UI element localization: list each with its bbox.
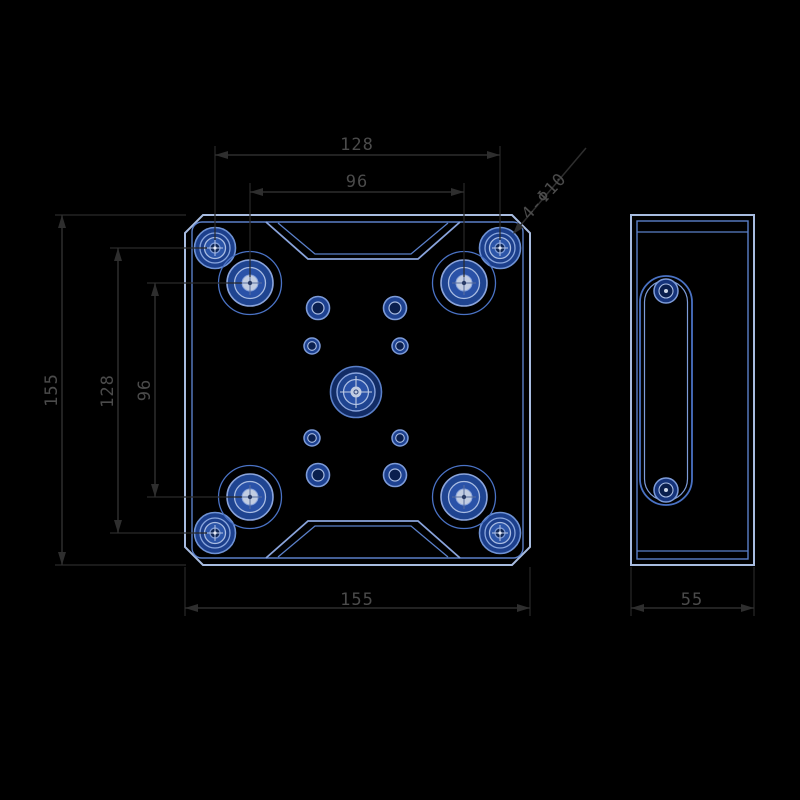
side-slot-bottom-hole [653, 477, 679, 503]
bottom-notch-inner [277, 525, 449, 558]
guide-bushing-bottom-right [431, 464, 497, 530]
side-view [630, 214, 755, 566]
bottom-notch-outer [265, 520, 461, 559]
dim-left-hole-span: 128 [98, 247, 207, 534]
top-notch-outer [265, 221, 461, 260]
dim-label-side-55: 55 [681, 590, 703, 610]
dim-label-left-155: 155 [42, 373, 62, 407]
center-crosshair [340, 376, 372, 408]
small-hole-top-right [391, 337, 409, 355]
side-slot-top-hole [653, 278, 679, 304]
corner-hole-bottom-right [478, 511, 522, 555]
side-inner-outline [636, 220, 749, 560]
center-locating-ring [329, 365, 383, 419]
dim-left-overall-height: 155 [42, 214, 186, 566]
dim-label-top-128: 128 [340, 135, 374, 155]
medium-hole-top-left [305, 295, 331, 321]
side-outline [630, 214, 755, 566]
dim-left-bearing-span: 96 [135, 282, 242, 498]
side-slot-inner [643, 279, 689, 502]
dim-top-bearing-span: 96 [249, 172, 465, 277]
dim-label-top-96: 96 [346, 172, 368, 192]
dim-side-thickness: 55 [630, 567, 755, 616]
top-notch-inner [277, 222, 449, 255]
dim-top-hole-span: 128 [214, 135, 501, 240]
small-hole-top-left [303, 337, 321, 355]
medium-hole-top-right [382, 295, 408, 321]
plate-outline [184, 214, 531, 566]
dim-label-left-128: 128 [98, 374, 118, 408]
plate-inner-outline [191, 221, 524, 559]
small-hole-bottom-right [391, 429, 409, 447]
small-hole-bottom-left [303, 429, 321, 447]
medium-hole-bottom-right [382, 462, 408, 488]
dim-bottom-overall-width: 155 [184, 567, 531, 616]
dim-label-bottom-155: 155 [340, 590, 374, 610]
medium-hole-bottom-left [305, 462, 331, 488]
front-view [184, 214, 531, 566]
dim-label-left-96: 96 [135, 379, 155, 401]
side-slot-outer [639, 275, 693, 506]
